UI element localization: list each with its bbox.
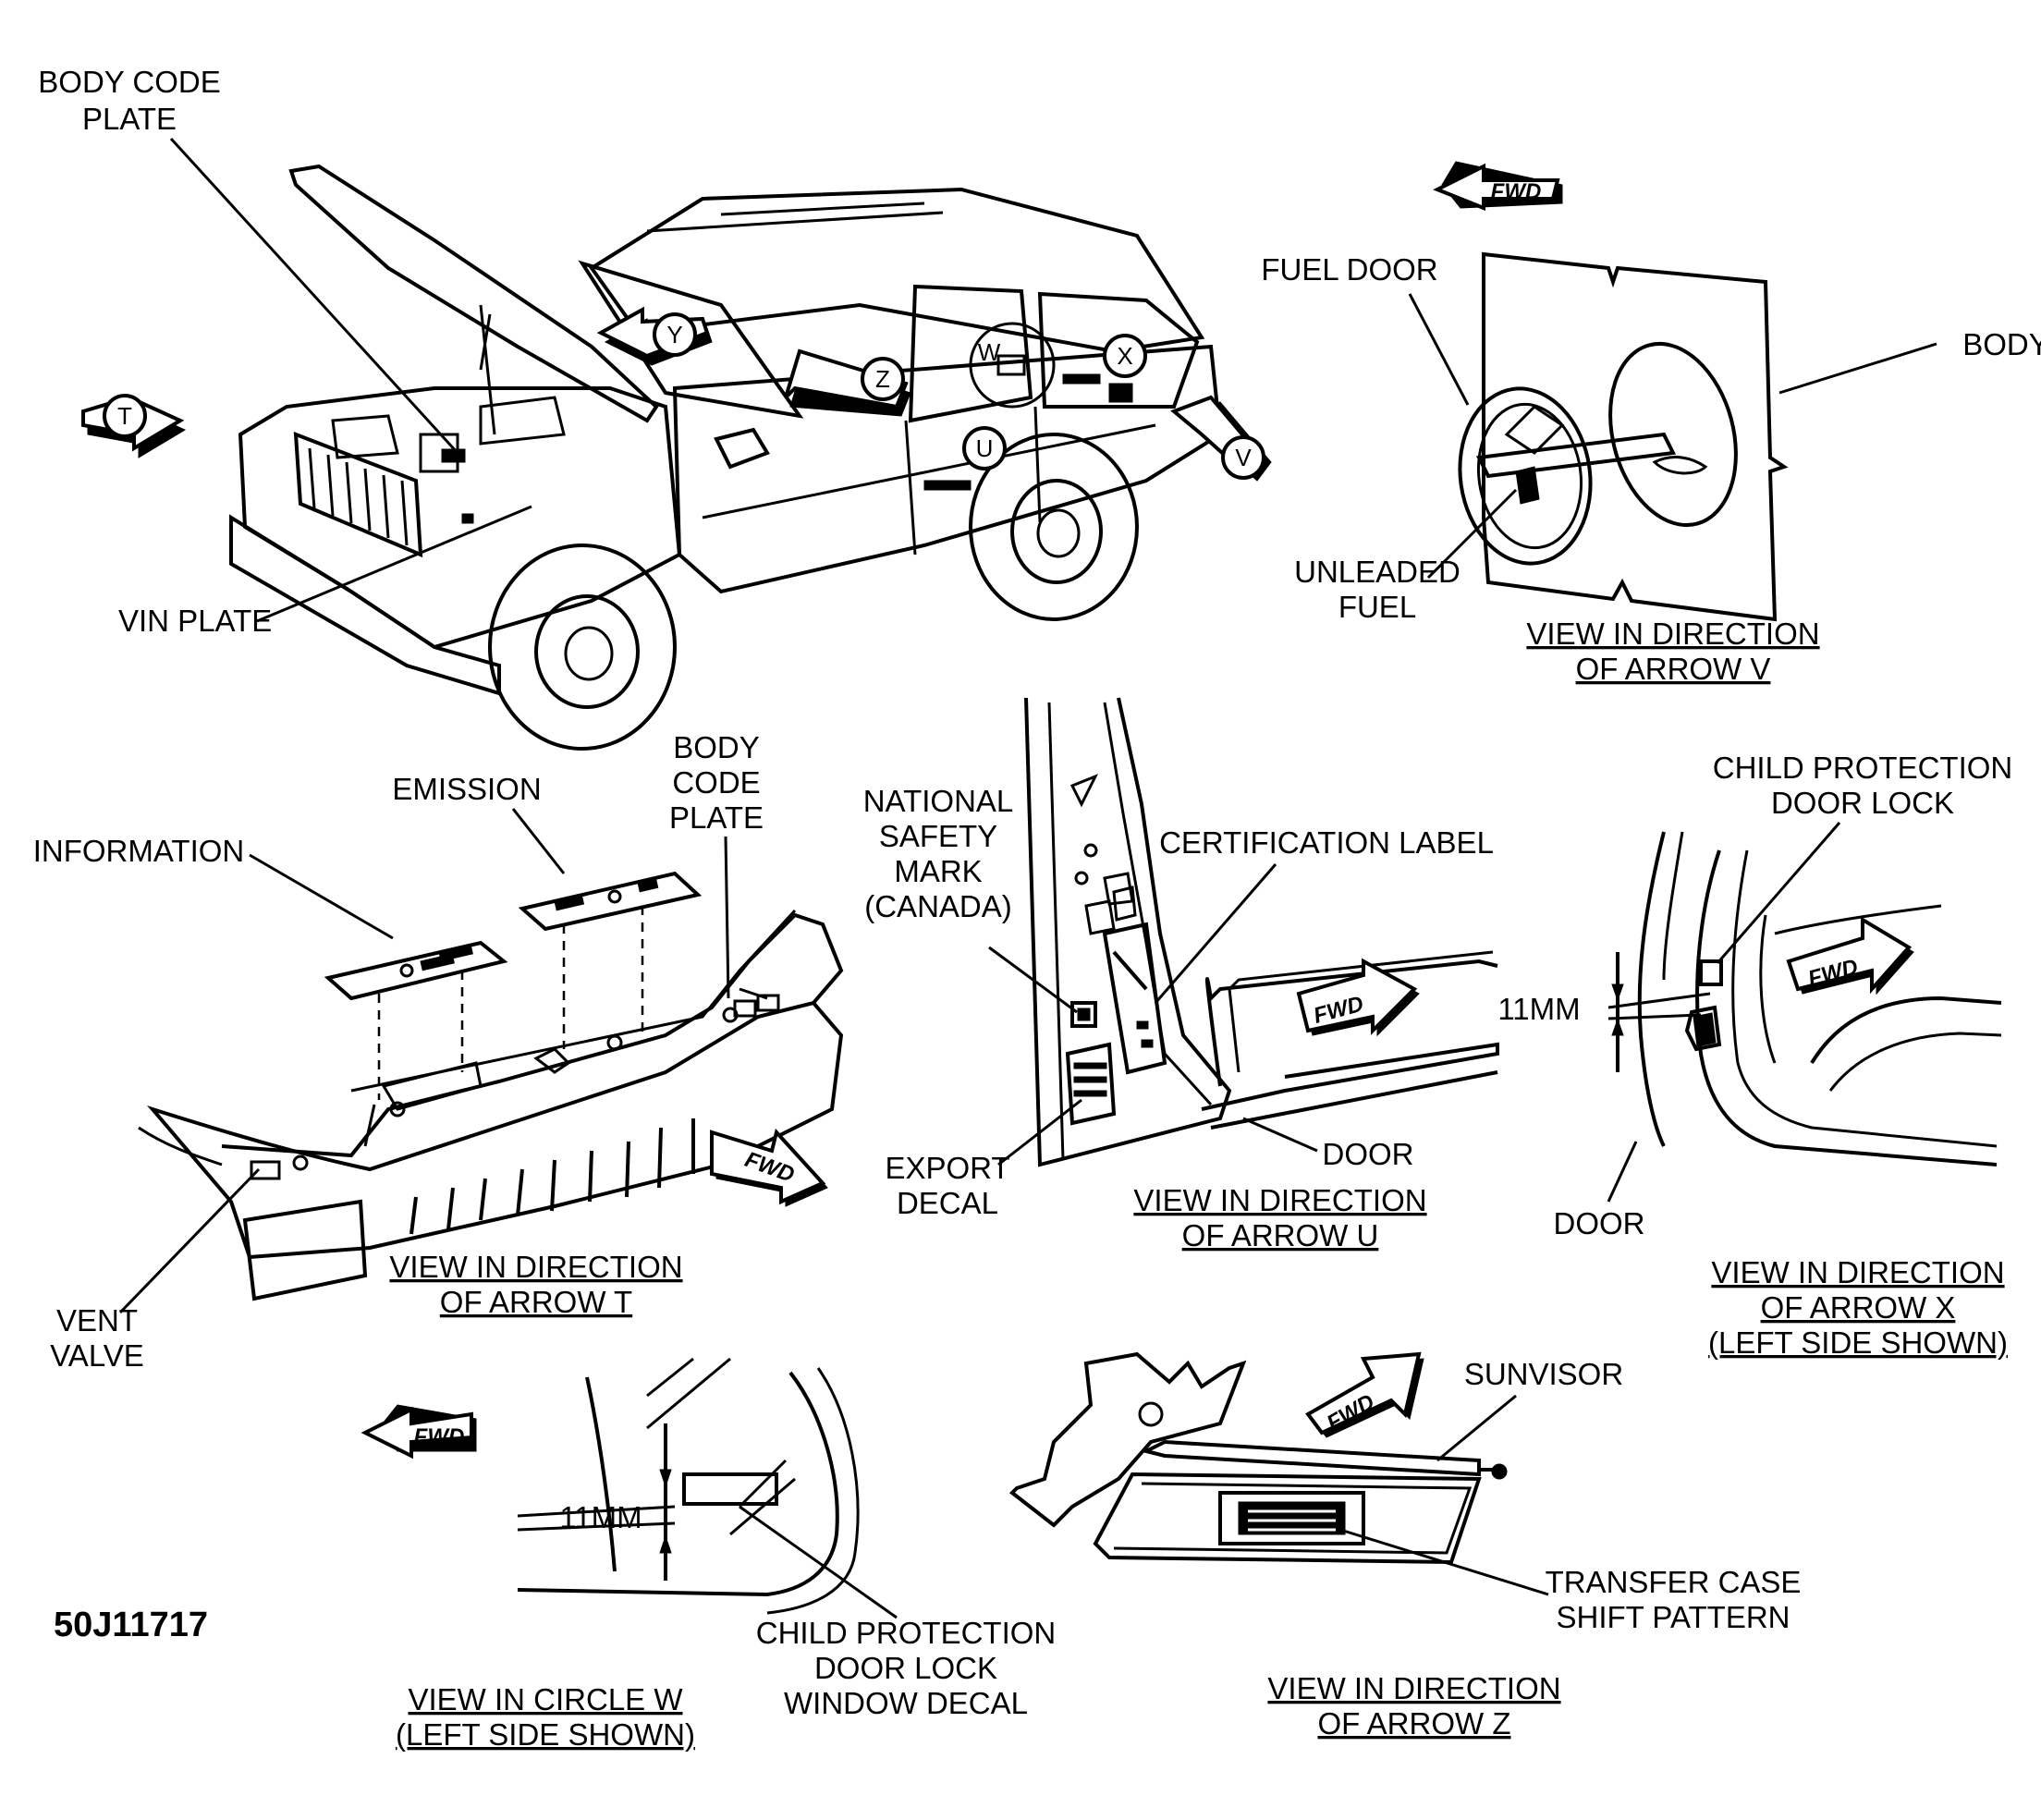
national-safety-mark-line1: NATIONAL [863, 784, 1014, 818]
caption-view-t-line2: OF ARROW T [440, 1285, 632, 1319]
transfer-case-shift-pattern-line1: TRANSFER CASE [1546, 1565, 1802, 1599]
national-safety-mark-line2: SAFETY [879, 819, 997, 853]
arrow-v: V [1170, 395, 1272, 482]
dim-11mm-w-label: 11MM [559, 1500, 642, 1534]
fwd-label-w: FWD [414, 1424, 465, 1449]
caption-view-x-line3: (LEFT SIDE SHOWN) [1708, 1325, 2008, 1360]
transfer-case-shift-pattern-line2: SHIFT PATTERN [1556, 1600, 1790, 1634]
national-safety-mark-line4: (CANADA) [864, 889, 1012, 923]
unleaded-fuel-label-line2: FUEL [1338, 590, 1416, 624]
child-protection-window-decal-line1: CHILD PROTECTION [756, 1616, 1057, 1650]
caption-view-z-line1: VIEW IN DIRECTION [1267, 1671, 1560, 1705]
arrow-u: U [962, 426, 1007, 470]
door-u-label: DOOR [1323, 1137, 1414, 1171]
export-decal-line1: EXPORT [885, 1151, 1009, 1185]
arrow-t-letter: T [117, 402, 132, 430]
caption-view-v-line2: OF ARROW V [1576, 652, 1771, 686]
arrow-y-letter: Y [666, 321, 682, 348]
arrow-z: Z [784, 348, 911, 417]
arrow-x: X [1103, 334, 1147, 378]
arrow-u-letter: U [976, 434, 994, 462]
caption-view-v-line1: VIEW IN DIRECTION [1526, 617, 1819, 651]
fuel-door-label: FUEL DOOR [1261, 252, 1437, 287]
arrow-x-letter: X [1117, 342, 1132, 370]
view-t-front-panel: FWD INFORMATION EMISSION BODY CODE PLATE… [33, 730, 844, 1373]
child-protection-window-decal-line3: WINDOW DECAL [784, 1686, 1028, 1720]
vent-valve-label-line2: VALVE [50, 1338, 144, 1373]
fwd-arrow-t: FWD [710, 1128, 828, 1207]
arrow-v-letter: V [1235, 444, 1252, 471]
body-code-plate-label-line2: PLATE [82, 102, 177, 136]
body-code-plate-t-line2: CODE [672, 765, 760, 800]
door-x-label: DOOR [1554, 1206, 1645, 1240]
information-label: INFORMATION [33, 834, 245, 868]
vehicle-overview-drawing: T Y Z W X U V [38, 65, 1272, 751]
fwd-label-v: FWD [1491, 179, 1542, 204]
view-x-door-lock: FWD CHILD PROTECTION DOOR LOCK 11MM DOOR… [1497, 751, 2012, 1360]
caption-view-w-line1: VIEW IN CIRCLE W [408, 1682, 683, 1716]
child-protection-window-decal-line2: DOOR LOCK [814, 1651, 997, 1685]
child-protection-door-lock-line2: DOOR LOCK [1771, 786, 1954, 820]
certification-label: CERTIFICATION LABEL [1159, 825, 1494, 860]
child-protection-door-lock-line1: CHILD PROTECTION [1713, 751, 2013, 785]
dim-11mm-x-label: 11MM [1497, 992, 1580, 1026]
caption-view-u-line1: VIEW IN DIRECTION [1133, 1183, 1426, 1217]
fwd-arrow-x: FWD [1786, 916, 1914, 996]
export-decal-line2: DECAL [897, 1186, 998, 1220]
body-label: BODY [1962, 327, 2041, 361]
fwd-arrow-v: FWD [1433, 161, 1563, 211]
national-safety-mark-line3: MARK [894, 854, 982, 888]
view-u-door-pillar: FWD NATIONAL SAFETY MARK (CANADA) CERTIF… [863, 697, 1499, 1252]
body-code-plate-label-line1: BODY CODE [38, 65, 220, 99]
caption-view-w-line2: (LEFT SIDE SHOWN) [396, 1717, 695, 1752]
caption-view-z-line2: OF ARROW Z [1318, 1706, 1511, 1741]
figure-id: 50J11717 [54, 1606, 208, 1644]
arrow-z-letter: Z [875, 365, 890, 393]
view-v-fuel-door: FWD FUEL DOOR BODY UNLEADED FUEL VIEW IN… [1261, 161, 2041, 686]
fwd-arrow-u: FWD [1296, 958, 1420, 1037]
circle-w: W [969, 322, 1056, 409]
emission-label: EMISSION [392, 772, 541, 806]
arrow-t: T [81, 394, 187, 458]
caption-view-x-line2: OF ARROW X [1761, 1290, 1956, 1325]
view-w-window-decal: FWD 11MM CHILD PROTECTION DOOR LOCK WIND… [361, 1357, 1057, 1752]
caption-view-u-line2: OF ARROW U [1182, 1218, 1379, 1252]
arrow-y: Y [596, 306, 713, 366]
body-code-plate-t-line1: BODY [673, 730, 760, 764]
body-code-plate-t-line3: PLATE [669, 800, 764, 835]
vin-plate-label: VIN PLATE [118, 604, 272, 638]
view-z-sunvisor: FWD SUNVISOR TRANSFER CASE SHIFT PATTERN… [1008, 1351, 1802, 1741]
fwd-arrow-w: FWD [361, 1404, 477, 1460]
caption-view-x-line1: VIEW IN DIRECTION [1711, 1255, 2004, 1289]
fwd-arrow-z: FWD [1305, 1351, 1424, 1438]
sunvisor-label: SUNVISOR [1464, 1357, 1623, 1391]
caption-view-t-line1: VIEW IN DIRECTION [389, 1250, 682, 1284]
